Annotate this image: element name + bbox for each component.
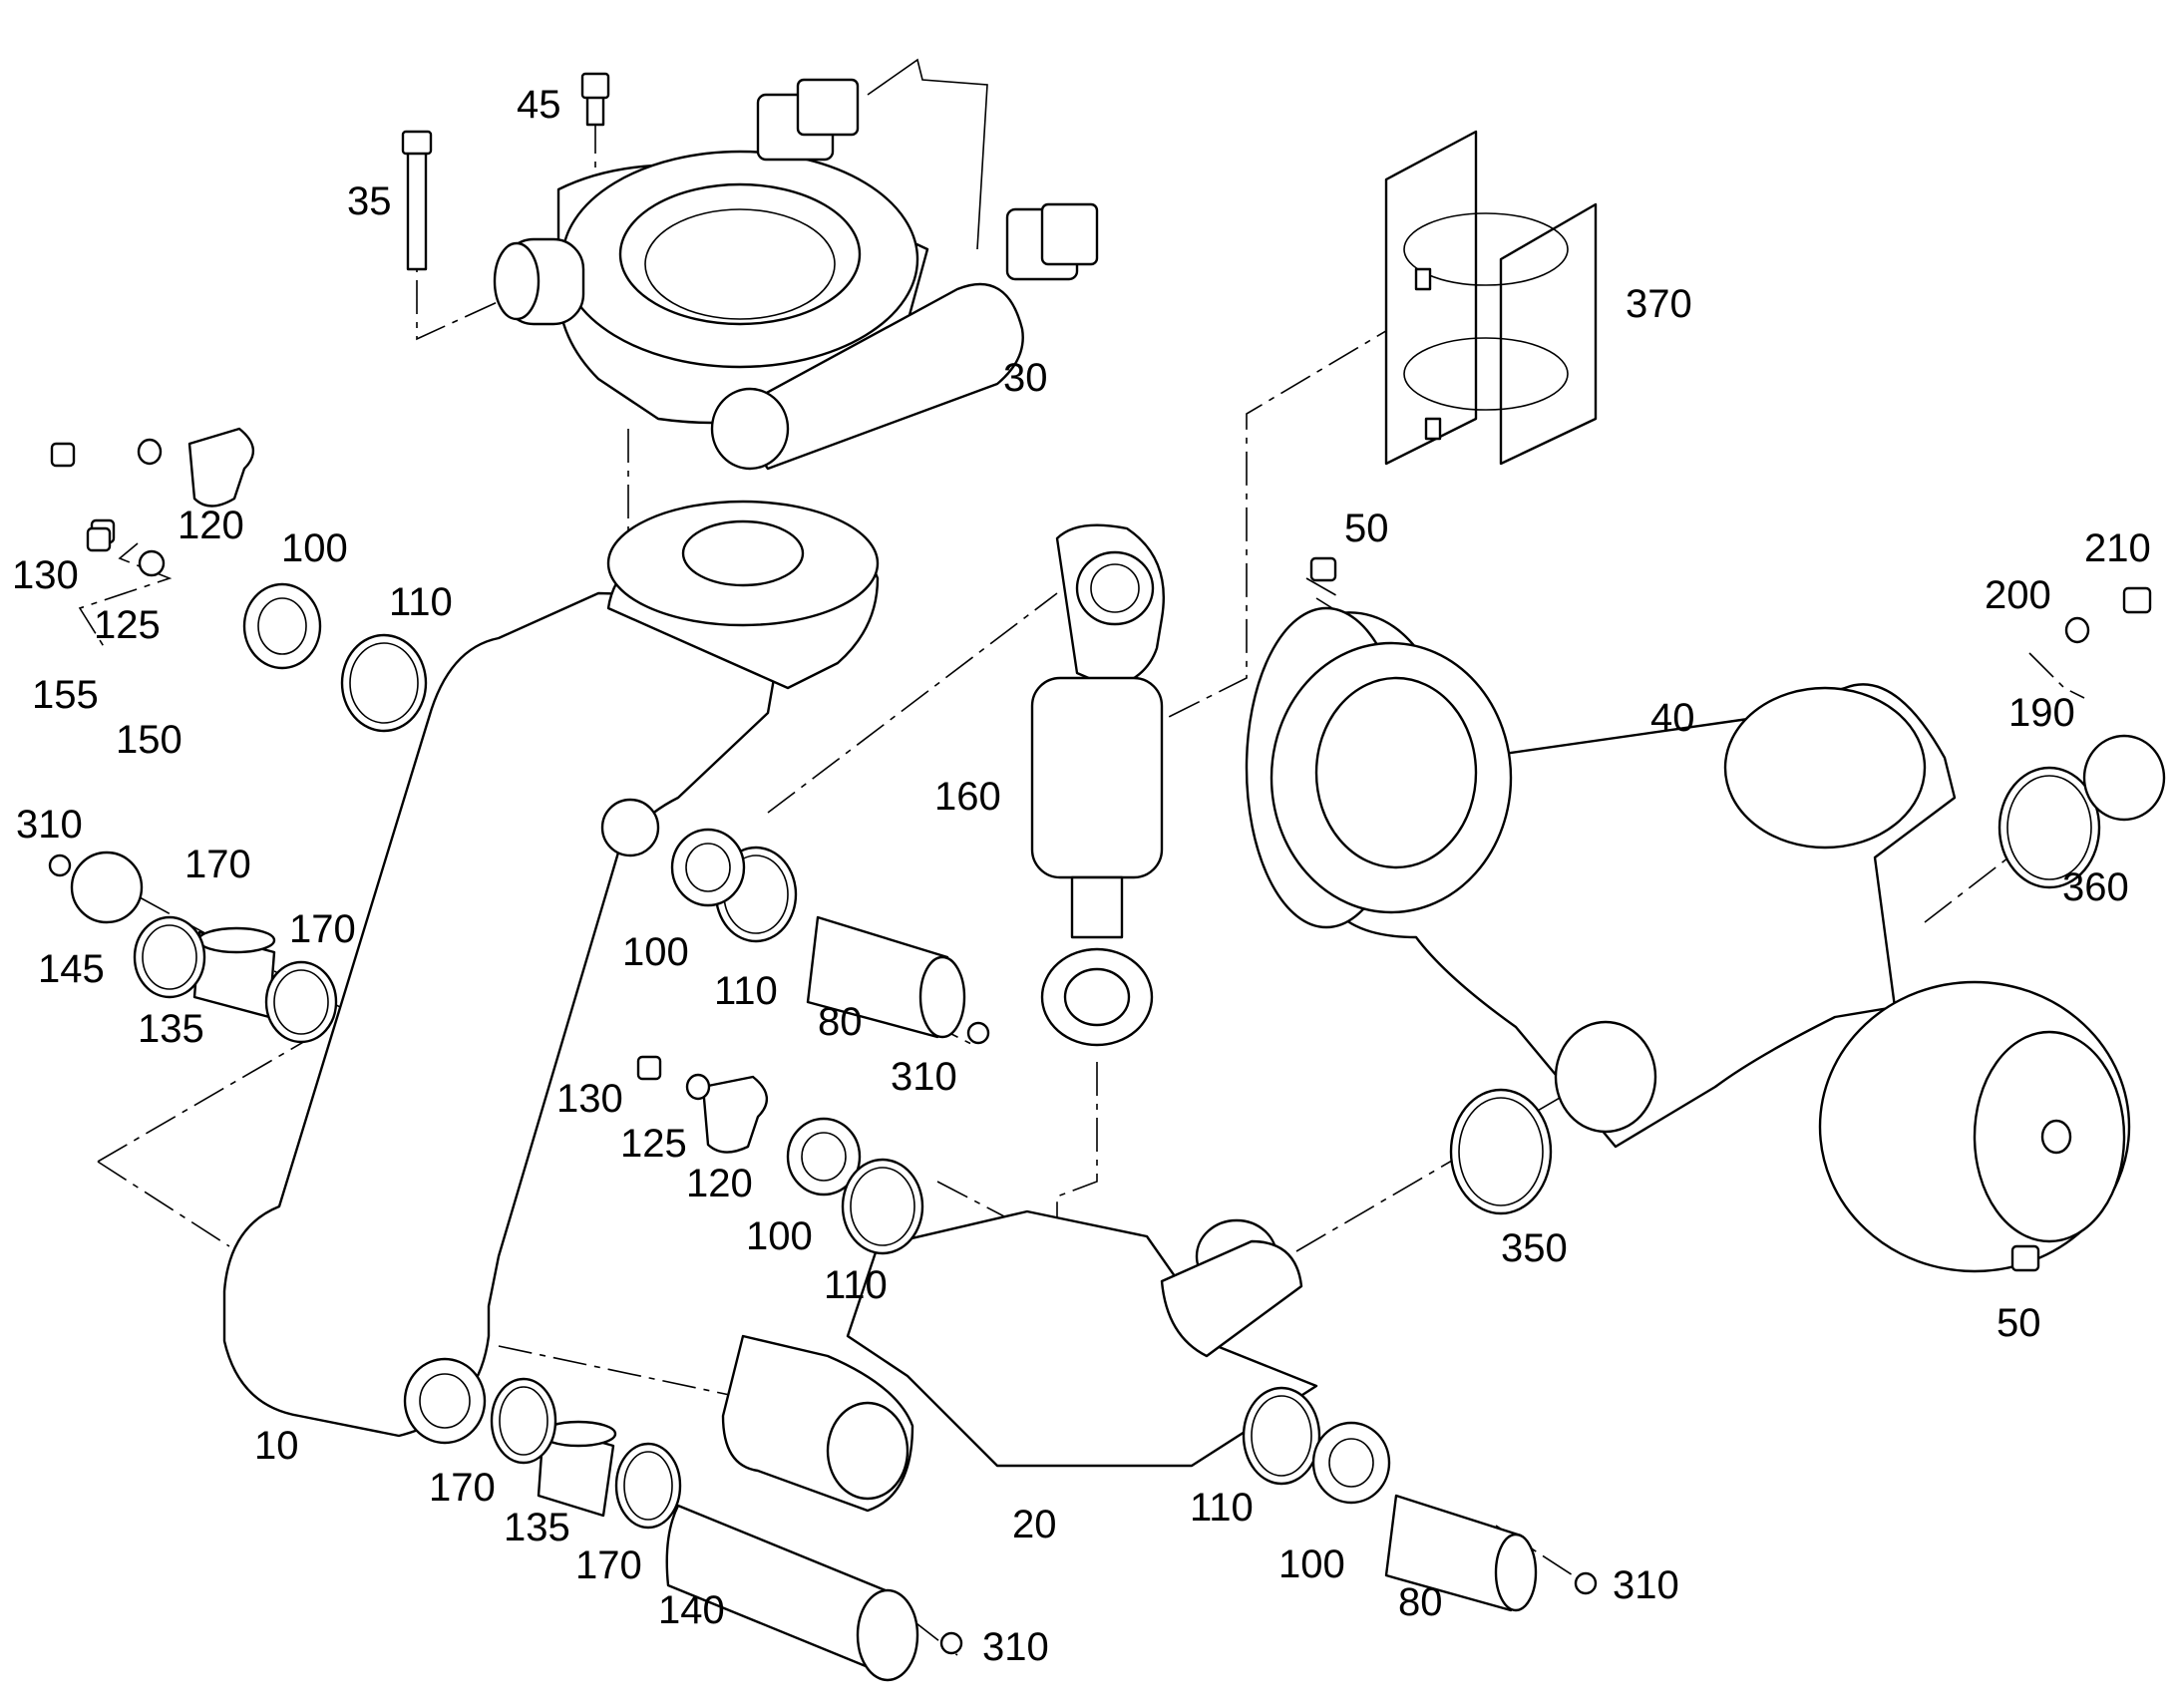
label-40: 40 bbox=[1650, 696, 1695, 740]
label-125-top: 125 bbox=[94, 603, 161, 647]
label-80-lower: 80 bbox=[1398, 1580, 1443, 1624]
label-170-bottom-b: 170 bbox=[575, 1543, 642, 1587]
label-350: 350 bbox=[1501, 1226, 1568, 1270]
label-160: 160 bbox=[934, 775, 1001, 819]
label-80-upper: 80 bbox=[818, 1000, 863, 1044]
part-number-labels: 35 45 30 370 120 130 100 125 110 155 150… bbox=[12, 83, 2151, 1669]
label-170-bottom-a: 170 bbox=[429, 1466, 496, 1510]
label-170-left-mid: 170 bbox=[289, 907, 356, 951]
bushing-135-lower bbox=[537, 1420, 617, 1518]
label-310-mid: 310 bbox=[891, 1055, 957, 1099]
label-30: 30 bbox=[1003, 356, 1048, 400]
label-120-top: 120 bbox=[178, 504, 244, 547]
label-50-bottom: 50 bbox=[1997, 1301, 2041, 1345]
pin-80-lower bbox=[1384, 1494, 1538, 1612]
label-130-top: 130 bbox=[12, 553, 79, 597]
label-110-lowmid: 110 bbox=[824, 1263, 888, 1307]
hydraulic-cylinder-160 bbox=[1030, 523, 1166, 1047]
label-130-mid: 130 bbox=[556, 1077, 623, 1121]
label-110-top: 110 bbox=[389, 580, 453, 624]
label-100-mid: 100 bbox=[622, 930, 689, 974]
plates-120-washers-125 bbox=[137, 427, 2090, 1154]
frame-arm-10 bbox=[222, 500, 880, 1445]
label-310-left: 310 bbox=[16, 803, 83, 847]
lower-arm-20 bbox=[721, 1209, 1318, 1513]
label-100-top: 100 bbox=[281, 526, 348, 570]
label-310-bottom-left: 310 bbox=[982, 1625, 1049, 1669]
bushing-135-upper bbox=[192, 926, 276, 1019]
label-110-mid: 110 bbox=[714, 969, 778, 1013]
seal-rings bbox=[70, 582, 2166, 1530]
label-150: 150 bbox=[116, 718, 182, 762]
bolt-45 bbox=[580, 72, 610, 127]
small-bolts-and-fittings bbox=[48, 442, 2152, 1655]
label-100-bottom: 100 bbox=[1278, 1542, 1345, 1586]
label-135-left: 135 bbox=[138, 1007, 204, 1051]
bracket-370 bbox=[1384, 130, 1598, 466]
label-110-bottom: 110 bbox=[1190, 1486, 1254, 1530]
pin-80-upper bbox=[806, 915, 966, 1039]
label-170-left-top: 170 bbox=[184, 843, 251, 886]
label-360: 360 bbox=[2062, 865, 2129, 909]
label-370: 370 bbox=[1626, 282, 1692, 326]
label-210: 210 bbox=[2084, 526, 2151, 570]
label-200: 200 bbox=[1985, 573, 2051, 617]
slew-drive-30 bbox=[493, 58, 1099, 471]
label-100-lowmid: 100 bbox=[746, 1214, 813, 1258]
bolt-35 bbox=[401, 130, 433, 271]
label-135-bottom: 135 bbox=[504, 1506, 570, 1549]
label-310-bottom-right: 310 bbox=[1613, 1563, 1679, 1607]
label-140: 140 bbox=[658, 1588, 725, 1632]
label-125-mid: 125 bbox=[620, 1122, 687, 1166]
label-190: 190 bbox=[2008, 691, 2075, 735]
label-20: 20 bbox=[1012, 1503, 1057, 1546]
label-45: 45 bbox=[517, 83, 561, 127]
label-145: 145 bbox=[38, 947, 105, 991]
label-10: 10 bbox=[254, 1424, 299, 1468]
pin-140 bbox=[665, 1504, 919, 1682]
axle-40 bbox=[1245, 606, 2131, 1273]
label-120-mid: 120 bbox=[686, 1162, 753, 1205]
label-50-top: 50 bbox=[1344, 507, 1389, 550]
label-155: 155 bbox=[32, 673, 99, 717]
label-35: 35 bbox=[347, 179, 392, 223]
